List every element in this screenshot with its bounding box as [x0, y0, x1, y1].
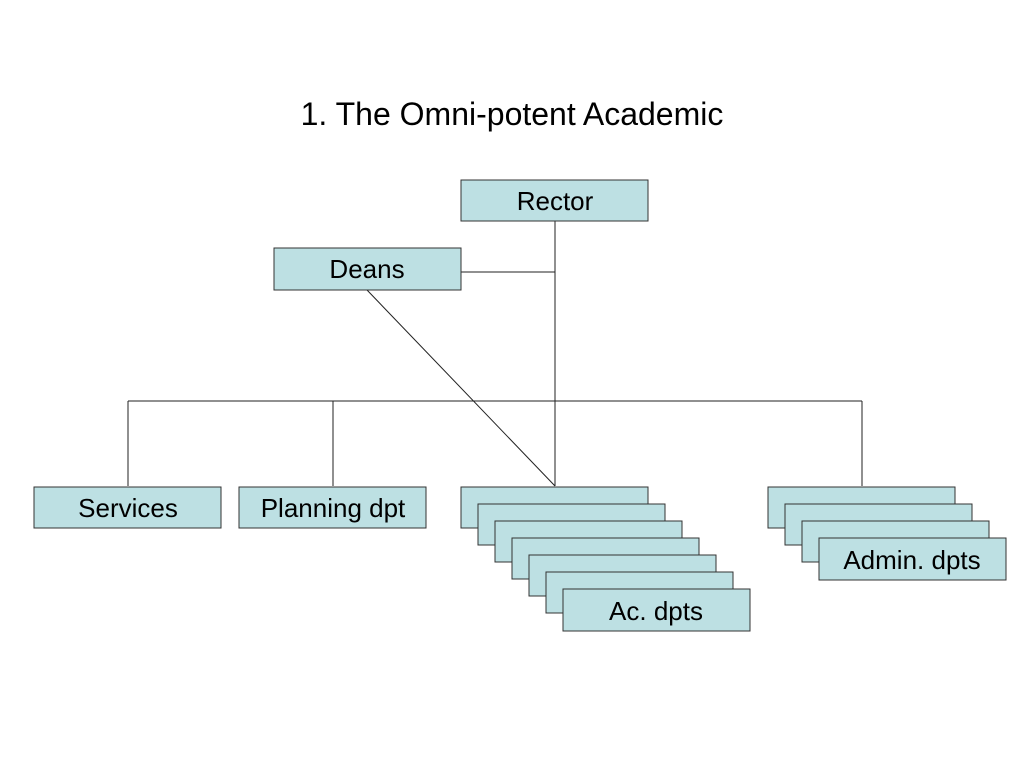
node-admin-depts-stack: Admin. dpts	[767, 486, 1007, 581]
node-planning-label: Planning dpt	[261, 493, 406, 523]
node-academic-depts-label: Ac. dpts	[609, 596, 703, 626]
node-services: Services	[33, 486, 222, 529]
academic-dept-card-front	[562, 588, 751, 632]
node-deans: Deans	[273, 247, 462, 291]
node-rector: Rector	[460, 179, 649, 222]
node-rector-label: Rector	[517, 186, 594, 216]
slide-title: 1. The Omni-potent Academic	[300, 96, 724, 132]
node-deans-label: Deans	[329, 254, 404, 284]
node-planning: Planning dpt	[238, 486, 427, 529]
admin-dept-card-front	[818, 537, 1007, 581]
node-services-label: Services	[78, 493, 178, 523]
node-academic-depts-stack: Ac. dpts	[460, 486, 751, 632]
deans-to-academic-line	[366, 289, 556, 487]
connector-lines	[127, 221, 863, 487]
node-admin-depts-label: Admin. dpts	[843, 545, 980, 575]
